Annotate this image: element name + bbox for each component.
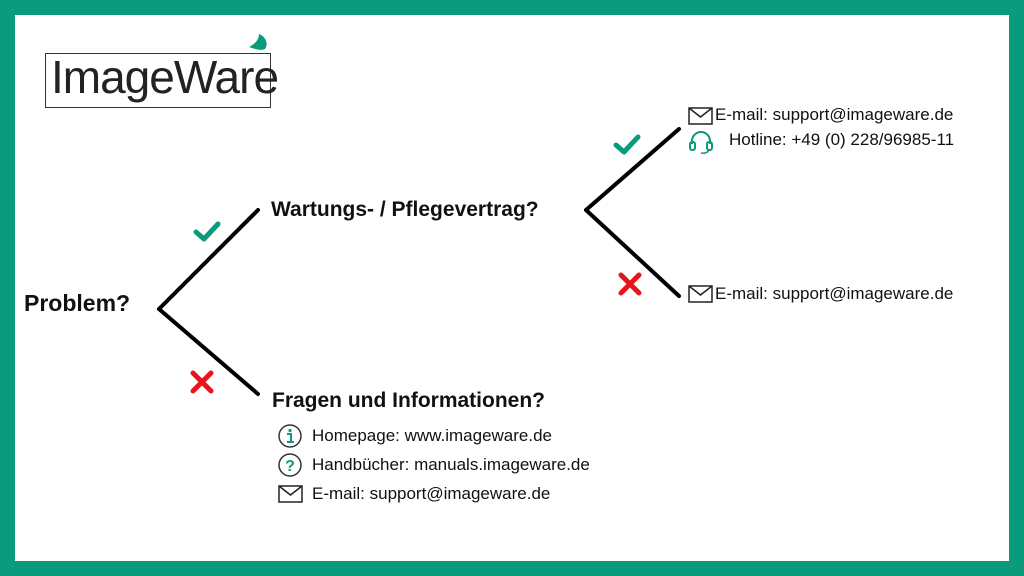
- info-manuals[interactable]: Handbücher: manuals.imageware.de: [312, 455, 590, 474]
- diagram-canvas: ImageWare Problem? Wartungs- / Pflegever…: [15, 15, 1009, 561]
- headset-icon: [689, 131, 713, 154]
- tree-lines: [157, 127, 681, 396]
- question-icon: ?: [278, 453, 302, 477]
- cross-icon: [190, 370, 214, 394]
- contract-yes-email[interactable]: E-mail: support@imageware.de: [715, 105, 954, 124]
- logo-box: [45, 53, 271, 108]
- check-icon: [193, 221, 221, 242]
- cross-icon: [618, 272, 642, 296]
- envelope-icon: [278, 485, 303, 503]
- info-homepage[interactable]: Homepage: www.imageware.de: [312, 426, 553, 445]
- svg-text:?: ?: [285, 458, 295, 475]
- info-icon: [278, 424, 302, 448]
- envelope-icon: [688, 107, 713, 125]
- root-node: Problem?: [24, 290, 131, 316]
- logo-swoosh-icon: [249, 34, 267, 50]
- contract-question-node: Wartungs- / Pflegevertrag?: [271, 198, 539, 221]
- info-email[interactable]: E-mail: support@imageware.de: [312, 484, 551, 503]
- info-question-node: Fragen und Informationen?: [272, 389, 545, 412]
- contract-yes-hotline[interactable]: Hotline: +49 (0) 228/96985-11: [729, 130, 955, 149]
- logo-text: ImageWare: [51, 51, 279, 103]
- contract-no-email[interactable]: E-mail: support@imageware.de: [715, 284, 954, 303]
- check-icon: [613, 134, 641, 155]
- envelope-icon: [688, 285, 713, 303]
